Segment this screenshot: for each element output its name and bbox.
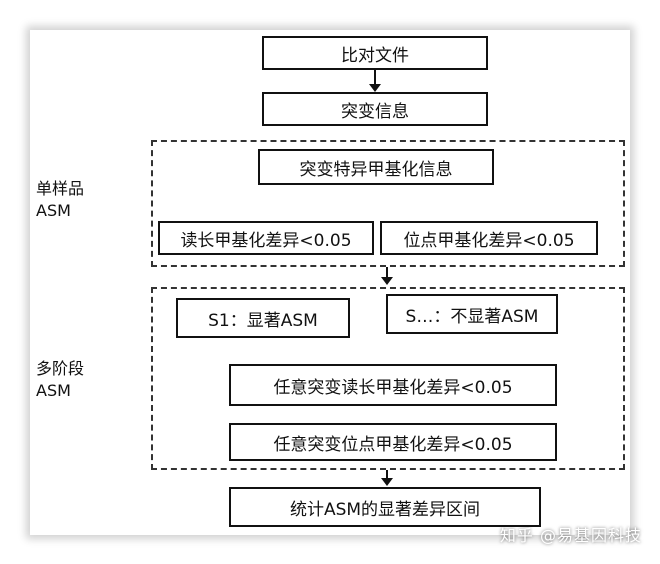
multi-stage-asm-region [151, 287, 625, 470]
multi-stage-label-line1: 多阶段 [36, 359, 85, 378]
s-other-not-significant-asm-box: S…：不显著ASM [386, 294, 558, 334]
single-sample-asm-region [151, 140, 625, 267]
any-mutation-read-length-box: 任意突变读长甲基化差异<0.05 [229, 364, 557, 406]
watermark-text: 知乎 @易基因科技 [499, 526, 642, 545]
any-mutation-site-box: 任意突变位点甲基化差异<0.05 [229, 423, 557, 461]
mutation-info-box: 突变信息 [262, 92, 488, 126]
site-methylation-box: 位点甲基化差异<0.05 [380, 221, 598, 255]
single-sample-label-line1: 单样品 [36, 179, 85, 198]
read-length-methylation-box: 读长甲基化差异<0.05 [158, 221, 374, 255]
mutation-specific-methylation-box: 突变特异甲基化信息 [258, 149, 494, 185]
arrow-1-head [369, 84, 381, 92]
arrow-3 [386, 470, 388, 478]
arrow-1 [374, 70, 376, 84]
stats-asm-regions-box: 统计ASM的显著差异区间 [229, 487, 541, 527]
arrow-2-head [381, 277, 393, 285]
compare-files-box: 比对文件 [262, 36, 488, 70]
multi-stage-asm-label: 多阶段 ASM [36, 358, 84, 402]
s1-significant-asm-box: S1：显著ASM [176, 298, 350, 338]
single-sample-asm-label: 单样品 ASM [36, 178, 84, 222]
arrow-2 [386, 267, 388, 277]
single-sample-label-line2: ASM [36, 201, 71, 220]
arrow-3-head [381, 478, 393, 486]
multi-stage-label-line2: ASM [36, 381, 71, 400]
